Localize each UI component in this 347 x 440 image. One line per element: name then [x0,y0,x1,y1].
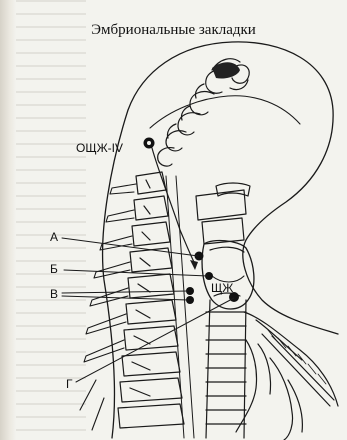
label-source: ОЩЖ-IV [76,142,123,154]
label-a: А [50,231,58,243]
label-v: В [50,288,58,300]
migration-path [152,148,194,262]
cartilage-texture [268,330,326,384]
migration-arrowhead [190,260,198,270]
hand-sketch [236,312,338,440]
label-b: Б [50,263,58,275]
jaw-line [150,96,300,128]
label-g: Г [66,378,73,390]
label-thyroid: ЩЖ [211,282,233,294]
